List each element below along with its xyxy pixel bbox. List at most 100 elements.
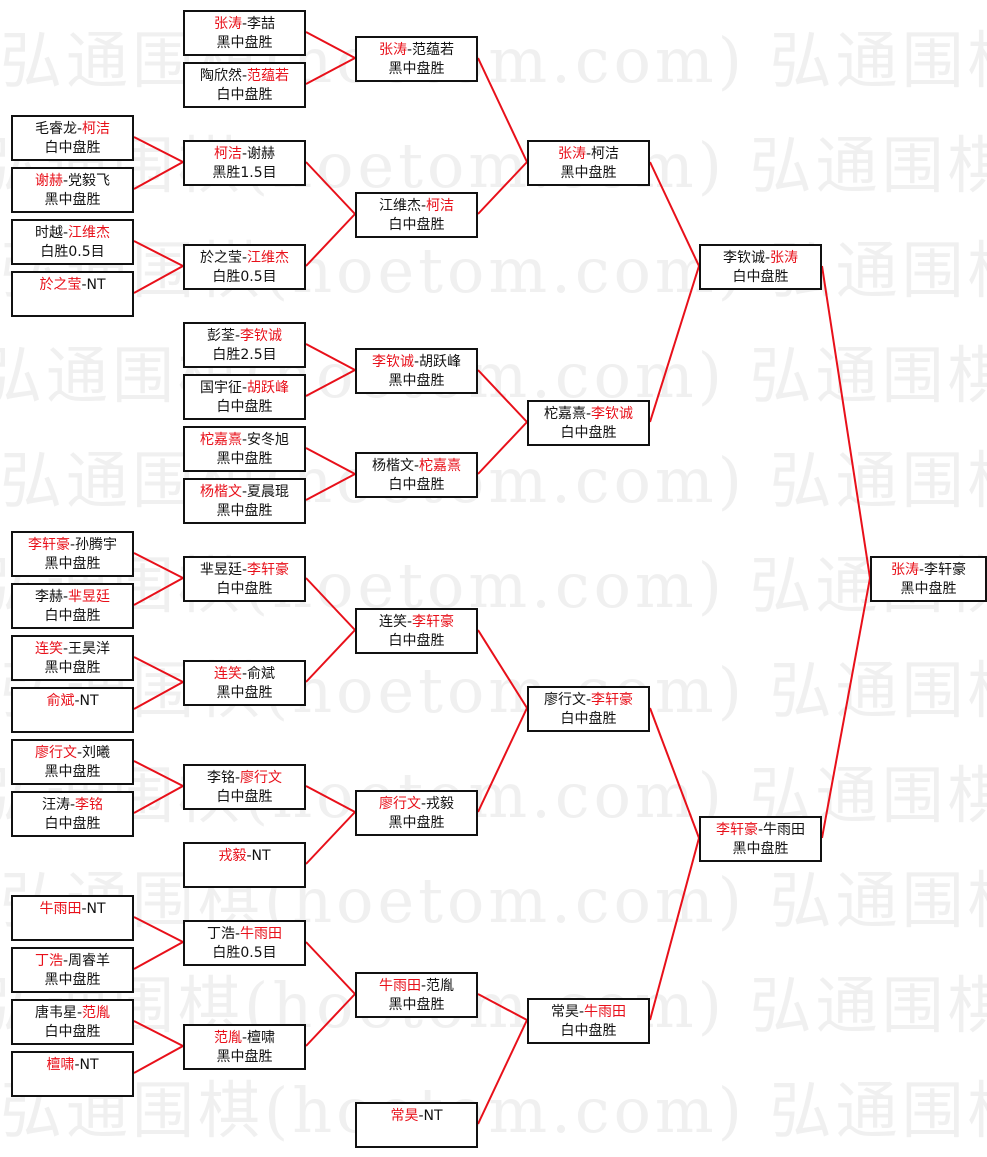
- match-box[interactable]: 陶欣然-范蕴若白中盘胜: [183, 62, 306, 108]
- match-players: 柁嘉熹-安冬旭: [185, 431, 304, 450]
- match-result: 黑中盘胜: [900, 581, 957, 597]
- match-players: 汪涛-李铭: [13, 796, 132, 815]
- match-box[interactable]: 张涛-柯洁黑中盘胜: [527, 140, 650, 186]
- match-players: 唐韦星-范胤: [13, 1004, 132, 1023]
- match-box[interactable]: 丁浩-周睿羊黑中盘胜: [11, 947, 134, 993]
- match-box[interactable]: 连笑-李轩豪白中盘胜: [355, 608, 478, 654]
- match-box[interactable]: 廖行文-戎毅黑中盘胜: [355, 790, 478, 836]
- bracket-connector-line: [305, 577, 356, 631]
- separator: -: [69, 797, 76, 813]
- match-result: 白中盘胜: [388, 217, 445, 233]
- match-box[interactable]: 杨楷文-柁嘉熹白中盘胜: [355, 452, 478, 498]
- bracket-connector-line: [305, 343, 356, 371]
- match-players: 张涛-柯洁: [529, 145, 648, 164]
- match-box[interactable]: 李钦诚-张涛白中盘胜: [699, 244, 822, 290]
- player-a: 丁浩: [34, 953, 63, 969]
- match-box[interactable]: 戎毅-NT: [183, 842, 306, 888]
- match-box[interactable]: 廖行文-李轩豪白中盘胜: [527, 686, 650, 732]
- separator: -: [918, 562, 925, 578]
- match-box[interactable]: 廖行文-刘曦黑中盘胜: [11, 739, 134, 785]
- player-b: NT: [86, 901, 106, 917]
- match-result: 黑中盘胜: [216, 685, 273, 701]
- match-result: 白中盘胜: [216, 789, 273, 805]
- player-b: 芈昱廷: [68, 589, 111, 605]
- bracket-connector-line: [133, 916, 184, 943]
- match-box[interactable]: 丁浩-牛雨田白胜0.5目: [183, 920, 306, 966]
- match-box[interactable]: 张涛-李轩豪黑中盘胜: [870, 556, 987, 602]
- match-result: 黑中盘胜: [44, 192, 101, 208]
- match-box[interactable]: 范胤-檀啸黑中盘胜: [183, 1024, 306, 1070]
- match-box[interactable]: 汪涛-李铭白中盘胜: [11, 791, 134, 837]
- bracket-connector-line: [133, 265, 184, 294]
- match-box[interactable]: 常昊-牛雨田白中盘胜: [527, 998, 650, 1044]
- match-box[interactable]: 於之莹-NT: [11, 271, 134, 317]
- match-box[interactable]: 柁嘉熹-安冬旭黑中盘胜: [183, 426, 306, 472]
- match-box[interactable]: 於之莹-江维杰白胜0.5目: [183, 244, 306, 290]
- separator: -: [420, 978, 427, 994]
- match-box[interactable]: 张涛-范蕴若黑中盘胜: [355, 36, 478, 82]
- match-box[interactable]: 俞斌-NT: [11, 687, 134, 733]
- match-box[interactable]: 连笑-王昊洋黑中盘胜: [11, 635, 134, 681]
- match-result: 黑中盘胜: [388, 373, 445, 389]
- separator: -: [585, 692, 592, 708]
- match-box[interactable]: 谢赫-党毅飞黑中盘胜: [11, 167, 134, 213]
- bracket-connector-line: [477, 421, 528, 475]
- match-players: 张涛-李喆: [185, 15, 304, 34]
- match-players: 范胤-檀啸: [185, 1029, 304, 1048]
- separator: -: [234, 770, 241, 786]
- match-box[interactable]: 毛睿龙-柯洁白中盘胜: [11, 115, 134, 161]
- separator: -: [62, 641, 69, 657]
- match-box[interactable]: 张涛-李喆黑中盘胜: [183, 10, 306, 56]
- match-box[interactable]: 李赫-芈昱廷白中盘胜: [11, 583, 134, 629]
- match-box[interactable]: 牛雨田-NT: [11, 895, 134, 941]
- separator: -: [62, 173, 69, 189]
- match-box[interactable]: 李轩豪-牛雨田黑中盘胜: [699, 816, 822, 862]
- player-a: 柯洁: [213, 146, 242, 162]
- bracket-connector-line: [305, 473, 356, 501]
- match-box[interactable]: 国宇征-胡跃峰白中盘胜: [183, 374, 306, 420]
- match-result: 白中盘胜: [44, 608, 101, 624]
- match-players: 丁浩-周睿羊: [13, 952, 132, 971]
- bracket-connector-line: [305, 369, 356, 397]
- match-box[interactable]: 李钦诚-胡跃峰黑中盘胜: [355, 348, 478, 394]
- bracket-connector-line: [649, 265, 700, 423]
- player-a: 张涛: [890, 562, 919, 578]
- match-box[interactable]: 牛雨田-范胤黑中盘胜: [355, 972, 478, 1018]
- match-box[interactable]: 杨楷文-夏晨琨黑中盘胜: [183, 478, 306, 524]
- match-result: 黑中盘胜: [216, 1049, 273, 1065]
- watermark-text: 弘通围棋(hoetom.com) 弘通围棋(hoetom.com): [0, 969, 987, 1042]
- bracket-connector-line: [477, 57, 528, 163]
- player-b: 范胤: [426, 978, 455, 994]
- match-box[interactable]: 李铭-廖行文白中盘胜: [183, 764, 306, 810]
- player-a: 於之莹: [199, 250, 242, 266]
- match-box[interactable]: 柁嘉熹-李钦诚白中盘胜: [527, 400, 650, 446]
- player-a: 檀啸: [46, 1057, 75, 1073]
- separator: -: [585, 406, 592, 422]
- match-box[interactable]: 李轩豪-孙腾宇黑中盘胜: [11, 531, 134, 577]
- match-result: 黑中盘胜: [216, 503, 273, 519]
- separator: -: [76, 1005, 83, 1021]
- match-box[interactable]: 芈昱廷-李轩豪白中盘胜: [183, 556, 306, 602]
- bracket-connector-line: [477, 369, 528, 423]
- match-box[interactable]: 唐韦星-范胤白中盘胜: [11, 999, 134, 1045]
- match-box[interactable]: 常昊-NT: [355, 1102, 478, 1148]
- separator: -: [585, 146, 592, 162]
- match-box[interactable]: 柯洁-谢赫黑胜1.5目: [183, 140, 306, 186]
- player-a: 牛雨田: [39, 901, 82, 917]
- match-box[interactable]: 彭荃-李钦诚白胜2.5目: [183, 322, 306, 368]
- player-b: 李铭: [75, 797, 104, 813]
- match-box[interactable]: 檀啸-NT: [11, 1051, 134, 1097]
- separator: -: [241, 432, 248, 448]
- player-b: 张涛: [770, 250, 799, 266]
- match-box[interactable]: 连笑-俞斌黑中盘胜: [183, 660, 306, 706]
- player-a: 范胤: [213, 1030, 242, 1046]
- bracket-connector-line: [305, 811, 356, 865]
- match-box[interactable]: 时越-江维杰白胜0.5目: [11, 219, 134, 265]
- bracket-connector-line: [649, 161, 700, 267]
- bracket-connector-line: [133, 161, 184, 190]
- match-result: 白中盘胜: [216, 399, 273, 415]
- watermark-text: 弘通围棋(hoetom.com) 弘通围棋(hoetom.com): [0, 24, 987, 97]
- match-box[interactable]: 江维杰-柯洁白中盘胜: [355, 192, 478, 238]
- bracket-connector-line: [133, 552, 184, 579]
- separator: -: [234, 926, 241, 942]
